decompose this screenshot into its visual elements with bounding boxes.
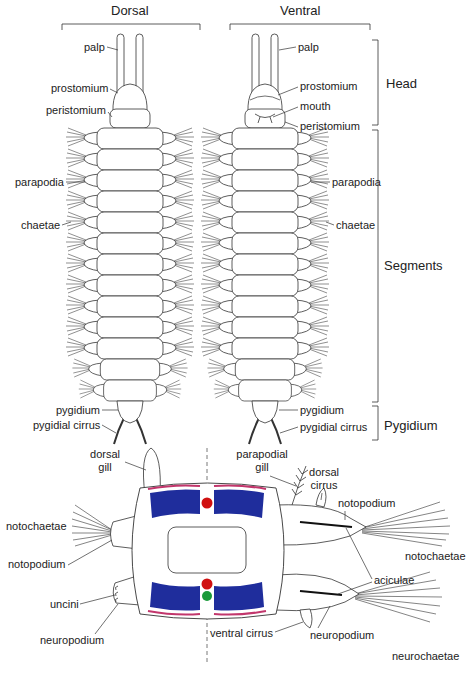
- cross-section: [72, 448, 450, 665]
- part-label: palp: [298, 41, 319, 54]
- part-label: prostomium: [51, 82, 108, 95]
- part-label: chaetae: [336, 219, 375, 232]
- part-label: notochaetae: [405, 550, 466, 563]
- part-label: aciculae: [374, 574, 414, 587]
- part-label: neuropodium: [40, 634, 104, 647]
- part-label: notopodium: [8, 558, 66, 571]
- part-label: neuropodium: [310, 629, 374, 642]
- part-label: parapodia: [15, 176, 64, 189]
- part-label: neurochaetae: [392, 650, 459, 663]
- part-label: chaetae: [21, 219, 60, 232]
- leader-line: [68, 462, 372, 634]
- part-label: parapodia: [332, 176, 381, 189]
- region-label: Segments: [384, 258, 443, 273]
- part-label: pygidial cirrus: [300, 421, 367, 434]
- part-label: palp: [84, 41, 105, 54]
- view-heading: Ventral: [280, 3, 320, 18]
- part-label: uncini: [50, 598, 79, 611]
- part-label: dorsal cirrus: [302, 466, 346, 492]
- part-label: dorsal gill: [83, 448, 127, 474]
- part-label: notochaetae: [6, 520, 67, 533]
- part-label: pygidium: [300, 404, 344, 417]
- bracket: [62, 24, 378, 440]
- part-label: ventral cirrus: [210, 627, 273, 640]
- part-label: peristomium: [300, 120, 360, 133]
- part-label: notopodium: [338, 497, 396, 510]
- dorsal-worm: [66, 34, 194, 444]
- region-label: Pygidium: [384, 418, 437, 433]
- part-label: peristomium: [46, 104, 106, 117]
- view-heading: Dorsal: [111, 3, 149, 18]
- part-label: parapodial gill: [231, 448, 293, 474]
- part-label: pygidial cirrus: [33, 419, 100, 432]
- region-label: Head: [386, 76, 417, 91]
- part-label: mouth: [300, 100, 331, 113]
- part-label: prostomium: [300, 80, 357, 93]
- part-label: pygidium: [56, 404, 100, 417]
- ventral-worm: [201, 34, 329, 444]
